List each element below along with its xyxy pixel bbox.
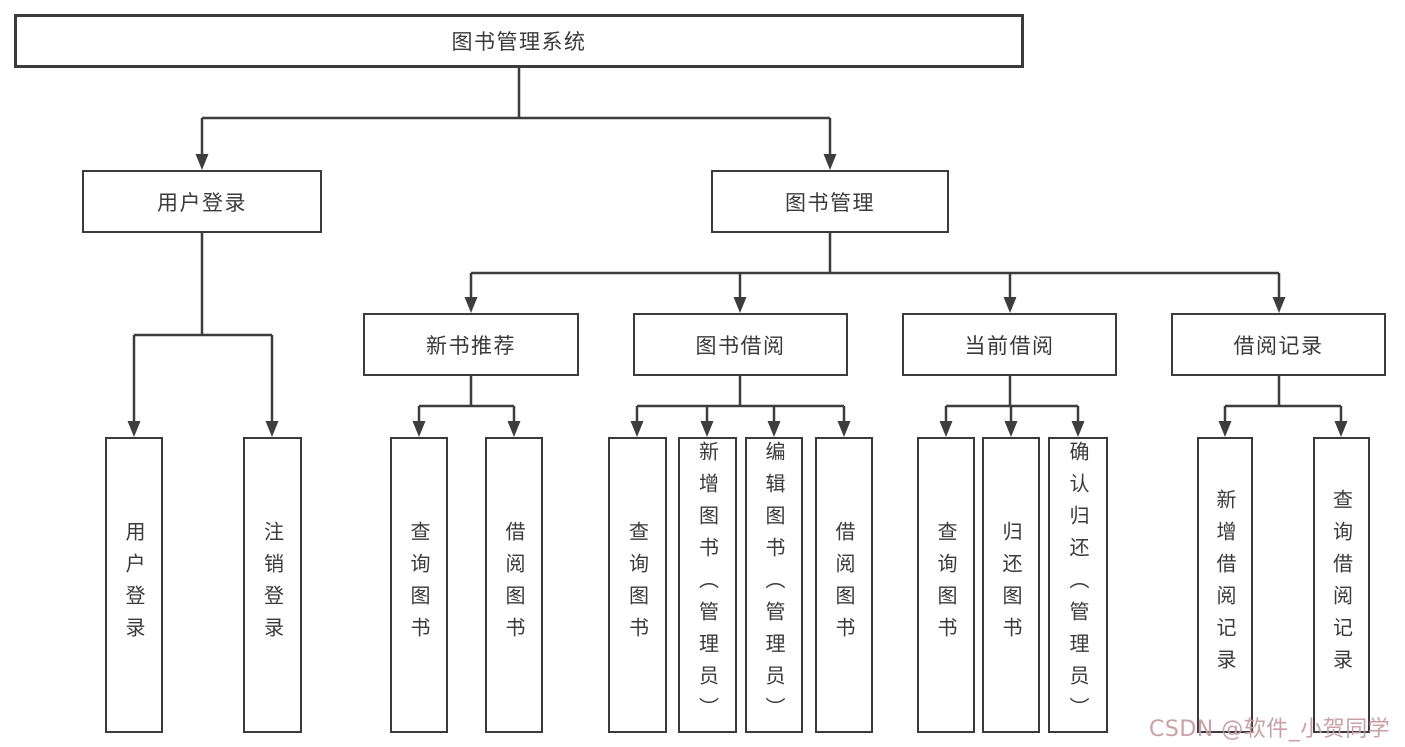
connector-line — [200, 68, 832, 156]
node-label: 查询图书 — [934, 521, 958, 649]
node-leaf-confirm-return-admin: 确认归还（管理员） — [1048, 437, 1108, 733]
connector-borrowrecords-to-children — [1218, 376, 1348, 437]
node-label: 编辑图书（管理员） — [762, 441, 786, 729]
arrowhead — [1334, 421, 1348, 437]
node-label: 注销登录 — [260, 521, 285, 649]
csdn-watermark: CSDN @软件_小贺同学 — [1149, 717, 1391, 742]
arrowhead — [127, 421, 141, 437]
connector-line — [469, 233, 1281, 299]
node-label: 图书管理 — [785, 190, 875, 215]
node-leaf-return-books: 归还图书 — [982, 437, 1040, 733]
node-label: 新增图书（管理员） — [695, 441, 720, 729]
node-label: 新书推荐 — [426, 333, 516, 358]
node-label: 图书借阅 — [695, 333, 786, 358]
node-leaf-add-borrow-record: 新增借阅记录 — [1197, 437, 1253, 733]
node-label: 查询图书 — [625, 521, 650, 649]
node-leaf-edit-books-admin: 编辑图书（管理员） — [745, 437, 803, 733]
connector-newbooks-to-children — [412, 376, 521, 437]
node-label: 查询借阅记录 — [1329, 489, 1354, 681]
arrowhead — [265, 421, 279, 437]
node-label: 用户登录 — [122, 521, 146, 649]
node-leaf-query-books-recommend: 查询图书 — [390, 437, 448, 733]
arrowhead — [412, 421, 426, 437]
node-label: 借阅记录 — [1233, 333, 1324, 358]
node-label: 用户登录 — [157, 190, 247, 215]
arrowhead — [464, 297, 478, 313]
arrowhead — [939, 421, 953, 437]
arrowhead — [507, 421, 521, 437]
arrowhead — [630, 421, 644, 437]
connector-line — [1223, 376, 1343, 423]
node-label: 借阅图书 — [502, 521, 526, 649]
node-library-management-system: 图书管理系统 — [14, 14, 1024, 68]
node-book-borrowing: 图书借阅 — [633, 313, 848, 376]
arrowhead — [1272, 297, 1286, 313]
node-leaf-logout: 注销登录 — [243, 437, 302, 733]
node-label: 新增借阅记录 — [1213, 489, 1237, 681]
arrowhead — [823, 154, 837, 170]
connector-line — [635, 376, 846, 423]
node-label: 确认归还（管理员） — [1066, 441, 1090, 729]
node-book-management: 图书管理 — [711, 170, 949, 233]
node-leaf-user-login: 用户登录 — [105, 437, 163, 733]
node-borrowing-records: 借阅记录 — [1171, 313, 1386, 376]
arrowhead — [837, 421, 851, 437]
arrowhead — [733, 297, 747, 313]
arrowhead — [1071, 421, 1085, 437]
connector-line — [944, 376, 1080, 423]
connector-line — [132, 233, 274, 423]
node-label: 借阅图书 — [832, 521, 856, 649]
connector-currentborrow-to-children — [939, 376, 1085, 437]
arrowhead — [700, 421, 714, 437]
node-user-login: 用户登录 — [82, 170, 322, 233]
arrowhead — [195, 154, 209, 170]
node-label: 查询图书 — [407, 521, 431, 649]
node-leaf-query-borrow-record: 查询借阅记录 — [1313, 437, 1370, 733]
arrowhead — [1218, 421, 1232, 437]
node-leaf-borrow-books: 借阅图书 — [815, 437, 873, 733]
arrowhead — [1003, 297, 1017, 313]
node-leaf-query-books-borrow: 查询图书 — [608, 437, 667, 733]
arrowhead — [767, 421, 781, 437]
connector-root-to-level2 — [195, 68, 837, 170]
node-label: 图书管理系统 — [451, 30, 587, 54]
node-label: 当前借阅 — [964, 333, 1055, 358]
connector-bookborrow-to-children — [630, 376, 851, 437]
connector-bookmgmt-to-level3 — [464, 233, 1286, 313]
arrowhead — [1004, 421, 1018, 437]
node-leaf-borrow-books-recommend: 借阅图书 — [485, 437, 543, 733]
connector-line — [417, 376, 516, 423]
connector-userlogin-to-children — [127, 233, 279, 437]
node-label: 归还图书 — [999, 521, 1023, 649]
node-new-book-recommendation: 新书推荐 — [363, 313, 579, 376]
node-leaf-add-books-admin: 新增图书（管理员） — [678, 437, 737, 733]
node-leaf-query-books-current: 查询图书 — [917, 437, 975, 733]
node-current-borrowing: 当前借阅 — [902, 313, 1117, 376]
